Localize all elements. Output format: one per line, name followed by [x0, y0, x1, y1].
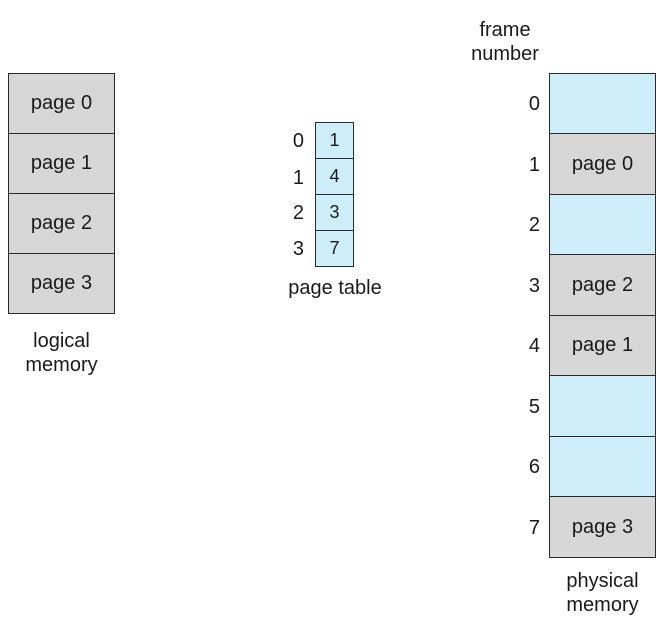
physical-frame-3-label: page 2 — [571, 273, 634, 296]
physical-frame-3: page 2 — [549, 254, 656, 316]
page-table-entry-3: 7 — [315, 230, 354, 267]
logical-page-0-label: page 0 — [30, 92, 93, 114]
physical-frame-2 — [549, 194, 656, 255]
logical-page-3-label: page 3 — [30, 272, 93, 294]
logical-page-2-label: page 2 — [30, 212, 93, 234]
logical-memory-caption-line1: logical — [33, 330, 90, 352]
page-table-entry-2: 3 — [315, 194, 354, 231]
page-table-caption: page table — [288, 277, 382, 299]
physical-frame-1-label: page 0 — [571, 152, 634, 175]
frame-number-header-line2: number — [471, 43, 539, 65]
frame-number-3: 3 — [528, 275, 540, 297]
physical-memory-caption: physical memory — [549, 569, 656, 617]
physical-frame-1: page 0 — [549, 133, 656, 195]
page-table-entry-3-value: 7 — [329, 238, 340, 258]
frame-number-4: 4 — [528, 335, 540, 357]
physical-frame-0 — [549, 73, 656, 134]
logical-page-1-label: page 1 — [30, 152, 93, 174]
logical-page-3: page 3 — [8, 253, 115, 314]
logical-memory-caption-line2: memory — [25, 354, 98, 376]
logical-page-0: page 0 — [8, 73, 115, 134]
frame-number-6: 6 — [528, 456, 540, 478]
logical-memory-caption: logical memory — [8, 329, 115, 377]
physical-frame-6 — [549, 436, 656, 497]
page-table-index-0: 0 — [292, 130, 304, 152]
frame-number-0: 0 — [528, 93, 540, 115]
physical-frame-7: page 3 — [549, 496, 656, 558]
page-table-entry-2-value: 3 — [329, 202, 340, 222]
physical-frame-4: page 1 — [549, 315, 656, 376]
frame-number-1: 1 — [528, 154, 540, 176]
page-table-entry-0-value: 1 — [329, 130, 340, 150]
page-table-index-1: 1 — [292, 167, 304, 189]
logical-page-1: page 1 — [8, 133, 115, 194]
frame-number-header: frame number — [455, 18, 555, 66]
page-table-entry-1: 4 — [315, 158, 354, 195]
logical-page-2: page 2 — [8, 193, 115, 254]
physical-frame-5 — [549, 375, 656, 437]
page-table-entry-0: 1 — [315, 122, 354, 159]
physical-memory-caption-line2: memory — [566, 594, 639, 616]
frame-number-header-line1: frame — [479, 19, 531, 41]
frame-number-2: 2 — [528, 214, 540, 236]
frame-number-7: 7 — [528, 517, 540, 539]
page-table-entry-1-value: 4 — [329, 166, 340, 186]
frame-number-5: 5 — [528, 396, 540, 418]
page-table-index-3: 3 — [292, 238, 304, 260]
physical-frame-4-label: page 1 — [571, 334, 634, 356]
page-table-index-2: 2 — [292, 202, 304, 224]
physical-memory-caption-line1: physical — [566, 570, 639, 592]
physical-frame-7-label: page 3 — [571, 515, 634, 538]
